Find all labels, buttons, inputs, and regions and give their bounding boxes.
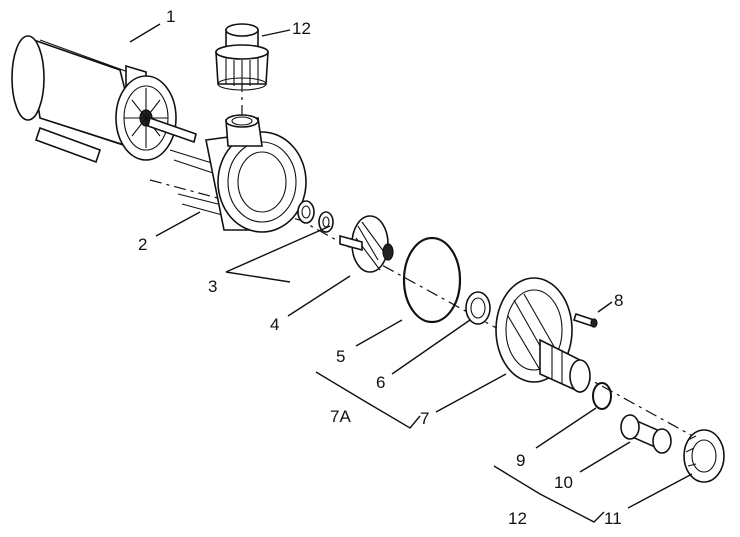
callout-8: 8 [614,291,623,310]
leader-9 [535,407,597,449]
callout-5: 5 [336,347,345,366]
callout-7a: 7A [330,407,351,426]
leader-4 [287,275,351,317]
leader-1 [129,23,161,43]
callout-9: 9 [516,451,525,470]
diffuser-ring [465,291,491,325]
callout-2: 2 [138,235,147,254]
top-union [215,23,269,91]
callout-4: 4 [270,315,279,334]
impeller [339,215,394,273]
callout-3: 3 [208,277,217,296]
callout-7: 7 [420,409,429,428]
motor [11,35,197,164]
callout-6: 6 [376,373,385,392]
volute [495,277,591,394]
callout-11: 11 [604,509,622,528]
pump-housing [169,114,307,233]
o-ring [402,236,462,324]
leader-2 [155,211,201,237]
callout-1: 1 [166,7,175,26]
union-nut [683,429,725,483]
callout-10: 10 [554,473,573,492]
bracket-3 [225,225,331,283]
leader-6 [391,319,471,375]
leader-11 [627,473,693,509]
callout-12-bottom: 12 [508,509,527,528]
leader-5 [355,319,403,347]
leader-7 [435,373,507,413]
shaft-seal [297,200,334,233]
leader-8 [597,301,613,313]
leader-10 [579,441,631,473]
bracket-12-bottom [493,465,605,523]
leader-12-top [261,29,291,37]
screw [572,312,598,328]
bracket-7a [315,371,421,429]
gasket [592,382,612,410]
callout-12-top: 12 [292,19,311,38]
tailpiece [620,414,672,454]
